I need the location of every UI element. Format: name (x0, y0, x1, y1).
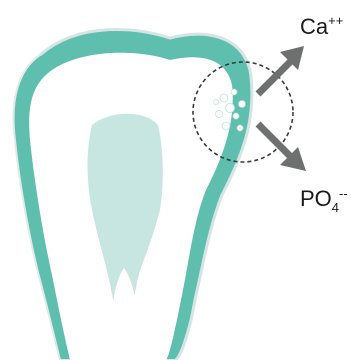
calcium-base: Ca (300, 14, 329, 39)
arrow-down-right-icon (258, 124, 306, 171)
phosphate-label: PO4-- (300, 186, 348, 215)
arrow-up-right-icon (258, 46, 304, 94)
calcium-charge: ++ (328, 13, 343, 28)
phosphate-subscript: 4 (332, 200, 339, 215)
phosphate-charge: -- (339, 186, 348, 201)
phosphate-base: PO (300, 186, 332, 211)
calcium-label: Ca++ (300, 13, 343, 39)
